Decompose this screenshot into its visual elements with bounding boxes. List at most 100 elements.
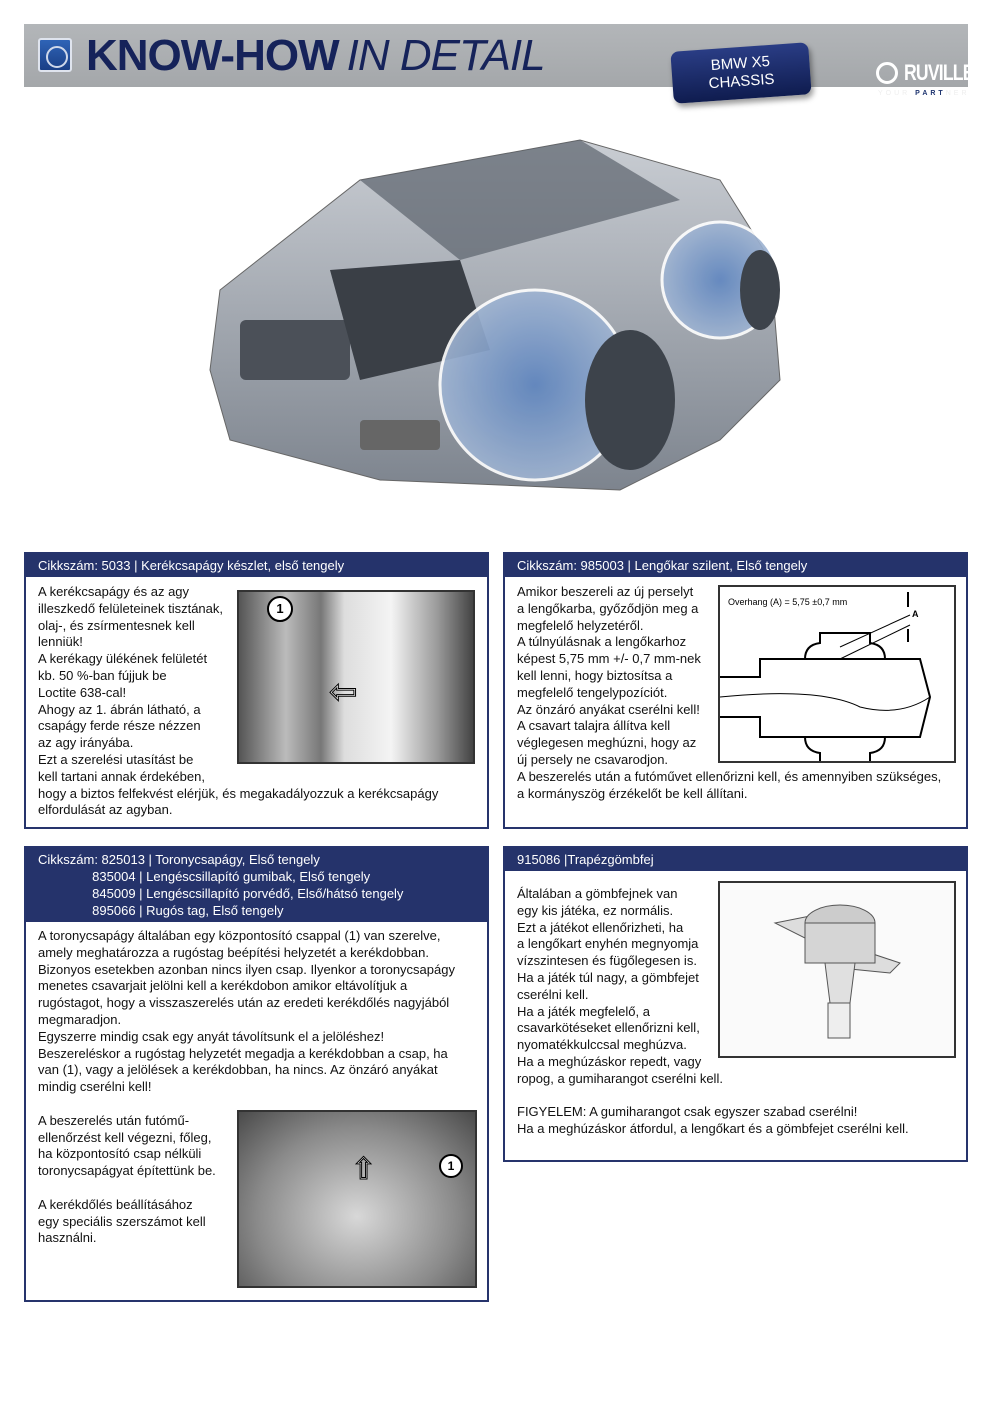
text-line: Az önzáró anyákat cserélni kell! xyxy=(517,701,700,717)
text-line: amely meghatározza a rugóstag beépítési … xyxy=(38,944,429,960)
text-line: kell tartani annak érdekében, xyxy=(38,768,205,784)
text-line: olaj-, és zsírmentesnek kell xyxy=(38,617,195,633)
tag-b: PART xyxy=(915,90,946,97)
title-italic: IN DETAIL xyxy=(346,31,546,80)
ball-joint-drawing xyxy=(718,881,956,1058)
heading-line: 895066 | Rugós tag, Első tengely xyxy=(38,903,284,918)
text-line: menetes csavarjait jelölni kell a kerékd… xyxy=(38,978,408,994)
panel-ball-joint: 915086 |Trapézgömbfej Általában a gömbfe… xyxy=(503,846,968,1162)
text-line: Ha a meghúzáskor repedt, vagy xyxy=(517,1053,702,1069)
overhang-label: Overhang (A) = 5,75 ±0,7 mm xyxy=(728,597,848,607)
text-line: használni. xyxy=(38,1230,97,1246)
panel-strut-mount: Cikkszám: 825013 | Toronycsapágy, Első t… xyxy=(24,846,489,1302)
panel-control-arm-bushing: Cikkszám: 985003 | Lengőkar szilent, Els… xyxy=(503,552,968,829)
text-line: Egyszerre mindig csak egy anyát távolíts… xyxy=(38,1028,385,1044)
text-line: véglegesen meghúzni, hogy az xyxy=(517,735,697,751)
text-line: A toronycsapágy általában egy központosí… xyxy=(38,928,441,943)
arrow-up-icon: ⇧ xyxy=(350,1153,377,1187)
text-line: a lengőkart enyhén megnyomja xyxy=(517,936,699,952)
text-line: képest 5,75 mm +/- 0,7 mm-nek xyxy=(517,651,701,667)
text-line xyxy=(38,1096,455,1113)
text-line: A túlnyúlásnak a lengőkarhoz xyxy=(517,634,687,650)
text-line: új persely ne csavarodjon. xyxy=(517,751,669,767)
car-chassis-illustration xyxy=(209,139,781,491)
text-line: ropog, a gumiharangot cserélni kell. xyxy=(517,1070,723,1086)
text-line: Ezt a szerelési utasítást be xyxy=(38,751,194,767)
know-how-logo-icon xyxy=(38,38,72,72)
heading-line: 845009 | Lengéscsillapító porvédő, Első/… xyxy=(38,886,404,901)
text-line: kell lenni, hogy biztosítsa a xyxy=(517,667,673,683)
text-line: egy speciális szerszámot kell xyxy=(38,1213,206,1229)
text-line: lenniük! xyxy=(38,634,83,650)
text-line: A kerékcsapágy és az agy xyxy=(38,584,190,599)
text-line: Általában a gömbfejnek van xyxy=(517,886,678,901)
panel-heading: Cikkszám: 985003 | Lengőkar szilent, Els… xyxy=(505,554,966,577)
text-line: A kerékagy ülékének felületét xyxy=(38,651,208,667)
callout-marker: 1 xyxy=(439,1154,463,1178)
panel-heading: Cikkszám: 825013 | Toronycsapágy, Első t… xyxy=(26,848,487,922)
text-line: A beszerelés után futómű- xyxy=(38,1112,190,1128)
arrow-left-icon: ⇦ xyxy=(329,673,358,712)
text-line: kb. 50 %-ban fújjuk be xyxy=(38,667,167,683)
text-line: Bizonyos esetekben azonban nincs ilyen c… xyxy=(38,961,455,977)
panel-wheel-bearing: Cikkszám: 5033 | Kerékcsapágy készlet, e… xyxy=(24,552,489,829)
text-line: Loctite 638-cal! xyxy=(38,684,127,700)
text-line: csapágy ferde része nézzen xyxy=(38,718,201,734)
strut-mount-photo: 1 ⇧ xyxy=(237,1110,477,1288)
text-line: A kerékdőlés beállításához xyxy=(38,1196,193,1212)
text-line: Beszereléskor a rugóstag helyzetét megad… xyxy=(38,1045,448,1061)
text-line: illeszkedő felületeinek tisztának, xyxy=(38,600,223,616)
text-line: megmaradjon. xyxy=(38,1011,122,1027)
heading-line: Cikkszám: 825013 | Toronycsapágy, Első t… xyxy=(38,852,320,867)
text-line: A beszerelés után a futóművet ellenőrizn… xyxy=(517,768,942,784)
heading-line: 915086 |Trapézgömbfej xyxy=(517,852,654,867)
text-line: nyomatékkulccsal meghúzva. xyxy=(517,1037,687,1053)
panel-body-text: A toronycsapágy általában egy központosí… xyxy=(38,928,455,1247)
text-line: Ha a meghúzáskor átfordul, a lengőkart é… xyxy=(517,1121,909,1137)
tag-c: NER xyxy=(945,90,970,97)
panel-heading: 915086 |Trapézgömbfej xyxy=(505,848,966,871)
text-line: megfelelő helyzetéről. xyxy=(517,617,644,633)
text-line xyxy=(38,1180,455,1197)
text-line: hogy a biztos felfekvést elérjük, és meg… xyxy=(38,785,439,801)
heading-line: Cikkszám: 985003 | Lengőkar szilent, Els… xyxy=(517,558,808,573)
text-line: Ha a játék megfelelő, a xyxy=(517,1003,650,1019)
text-line: az agy irányába. xyxy=(38,735,134,751)
text-line: Ahogy az 1. ábrán látható, a xyxy=(38,701,201,717)
ruville-emblem-icon xyxy=(876,62,898,84)
text-line: mindig cserélni kell! xyxy=(38,1079,152,1095)
text-line: ellenőrzést kell végezni, főleg, xyxy=(38,1129,212,1145)
text-line: toronycsapágyat építettünk be. xyxy=(38,1163,216,1179)
panel-heading: Cikkszám: 5033 | Kerékcsapágy készlet, e… xyxy=(26,554,487,577)
bushing-overhang-diagram: Overhang (A) = 5,75 ±0,7 mm A xyxy=(718,585,956,763)
heading-line: 835004 | Lengéscsillapító gumibak, Első … xyxy=(38,869,371,884)
title-bold: KNOW-HOW xyxy=(86,31,340,80)
text-line: A csavart talajra állítva kell xyxy=(517,718,671,734)
heading-line: Cikkszám: 5033 | Kerékcsapágy készlet, e… xyxy=(38,558,345,573)
text-line: csavarkötéseket ellenőrizni kell, xyxy=(517,1020,700,1036)
wheel-bearing-photo: 1 ⇦ xyxy=(237,590,475,764)
text-line: Amikor beszereli az új perselyt xyxy=(517,584,694,599)
text-line: a lengőkarba, győződjön meg a xyxy=(517,600,699,616)
text-line: vízszintesen és fügőlegesen is. xyxy=(517,953,697,969)
marker-a: A xyxy=(912,609,919,619)
text-line: elfordulását az agyban. xyxy=(38,802,173,818)
text-line: rugóstagot, hogy a visszaszerelés után a… xyxy=(38,995,450,1011)
text-line: FIGYELEM: A gumiharangot csak egyszer sz… xyxy=(517,1104,858,1120)
text-line: Ezt a játékot ellenőrizheti, ha xyxy=(517,919,684,935)
text-line: van (1), vagy a jelölések a kerékdobban,… xyxy=(38,1062,438,1078)
text-line: Ha a játék túl nagy, a gömbfejet xyxy=(517,969,699,985)
text-line: megfelelő tengelypozíciót. xyxy=(517,684,668,700)
text-line xyxy=(517,1088,909,1105)
text-line: egy kis játéka, ez normális. xyxy=(517,902,674,918)
callout-marker: 1 xyxy=(267,596,293,622)
text-line: ha központosító csap nélküli xyxy=(38,1146,202,1162)
ball-joint-illustration xyxy=(773,904,901,1039)
